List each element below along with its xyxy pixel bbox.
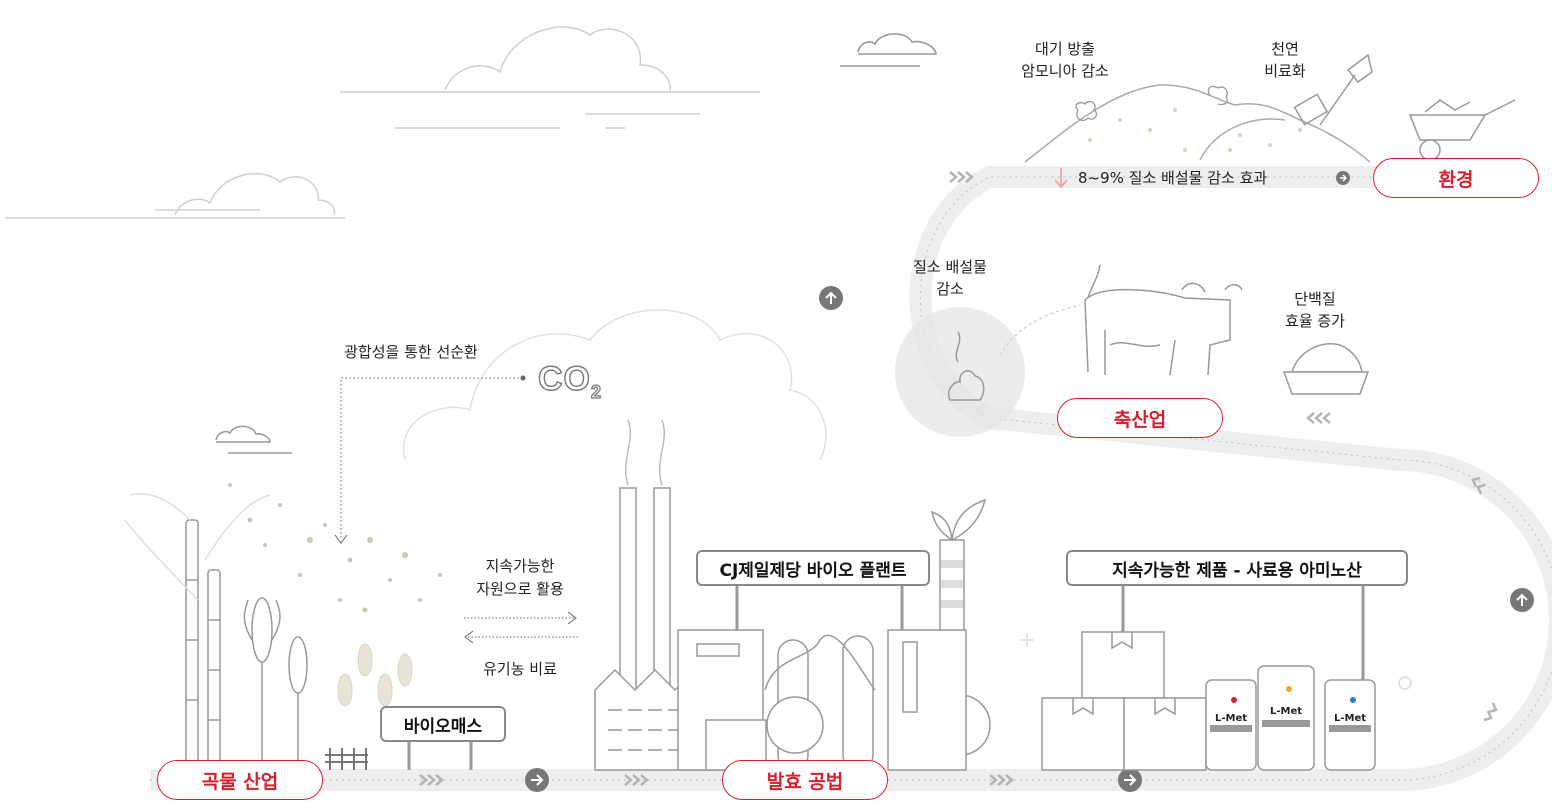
l-met-label: L-Met — [1269, 706, 1303, 717]
cloud-icon — [402, 309, 827, 461]
bio-plant-sign: CJ제일제당 바이오 플랜트 — [696, 550, 930, 586]
effect-label: 8~9% 질소 배설물 감소 효과 — [1078, 169, 1268, 187]
hill-icon — [1024, 84, 1371, 163]
cow-icon — [1084, 264, 1243, 376]
smoke-icon — [624, 419, 666, 486]
resource-label-line1: 지속가능한 — [485, 557, 555, 575]
sugarcane-icon — [185, 519, 221, 771]
feed-bowl-icon — [1282, 343, 1370, 395]
arrow-up-icon — [1510, 588, 1534, 612]
arrow-right-icon — [1336, 171, 1350, 185]
product-sign: 지속가능한 제품 - 사료용 아미노산 — [1066, 550, 1408, 586]
cycle-track — [150, 166, 1552, 791]
wheelbarrow-icon — [1408, 99, 1516, 161]
fertilizer-label: 유기농 비료 — [483, 660, 557, 678]
cloud-icon — [5, 26, 760, 219]
protein-label-line2: 효율 증가 — [1285, 312, 1345, 330]
gas-icon — [1075, 85, 1228, 122]
stage-grain-industry[interactable]: 곡물 산업 — [157, 760, 323, 800]
wheat-icon — [337, 643, 413, 707]
natural-label-line2: 비료화 — [1264, 62, 1306, 80]
fence-icon — [325, 748, 368, 770]
ammonia-label-line2: 암모니아 감소 — [1021, 62, 1109, 80]
resource-label-line2: 자원으로 활용 — [476, 580, 564, 598]
co2-icon: CO2 — [537, 359, 603, 402]
l-met-label: L-Met — [1333, 713, 1367, 724]
nitrogen-label-line1: 질소 배설물 — [913, 258, 987, 276]
photosynthesis-label: 광합성을 통한 선순환 — [344, 343, 478, 361]
arrow-right-icon — [1118, 768, 1142, 792]
cj-logo-icon — [1231, 686, 1356, 703]
ammonia-label-line1: 대기 방출 — [1035, 40, 1095, 58]
exchange-arrows-icon — [464, 611, 578, 644]
product-box-icon — [1041, 631, 1207, 771]
chevrons-icon — [419, 171, 1498, 786]
nitrogen-label-line2: 감소 — [936, 280, 964, 298]
stage-fermentation[interactable]: 발효 공법 — [722, 760, 888, 800]
arrow-up-icon — [819, 286, 843, 310]
factory-icon — [594, 487, 991, 771]
manure-highlight — [895, 307, 1025, 437]
leaf-icon — [931, 498, 987, 541]
manure-icon — [948, 331, 985, 401]
l-met-label: L-Met — [1214, 713, 1248, 724]
corn-icon — [243, 597, 308, 770]
natural-label-line1: 천연 — [1271, 40, 1299, 58]
biomass-sign: 바이오매스 — [380, 706, 506, 742]
arrow-right-icon — [525, 768, 549, 792]
down-arrow-icon — [1054, 168, 1068, 189]
stage-environment[interactable]: 환경 — [1373, 158, 1539, 198]
shovel-icon — [1293, 53, 1373, 126]
seed-dots — [228, 483, 442, 613]
protein-label-line1: 단백질 — [1294, 290, 1336, 308]
cloud-icon — [215, 33, 937, 454]
stage-livestock[interactable]: 축산업 — [1057, 398, 1223, 438]
soil-dots — [1088, 108, 1302, 152]
